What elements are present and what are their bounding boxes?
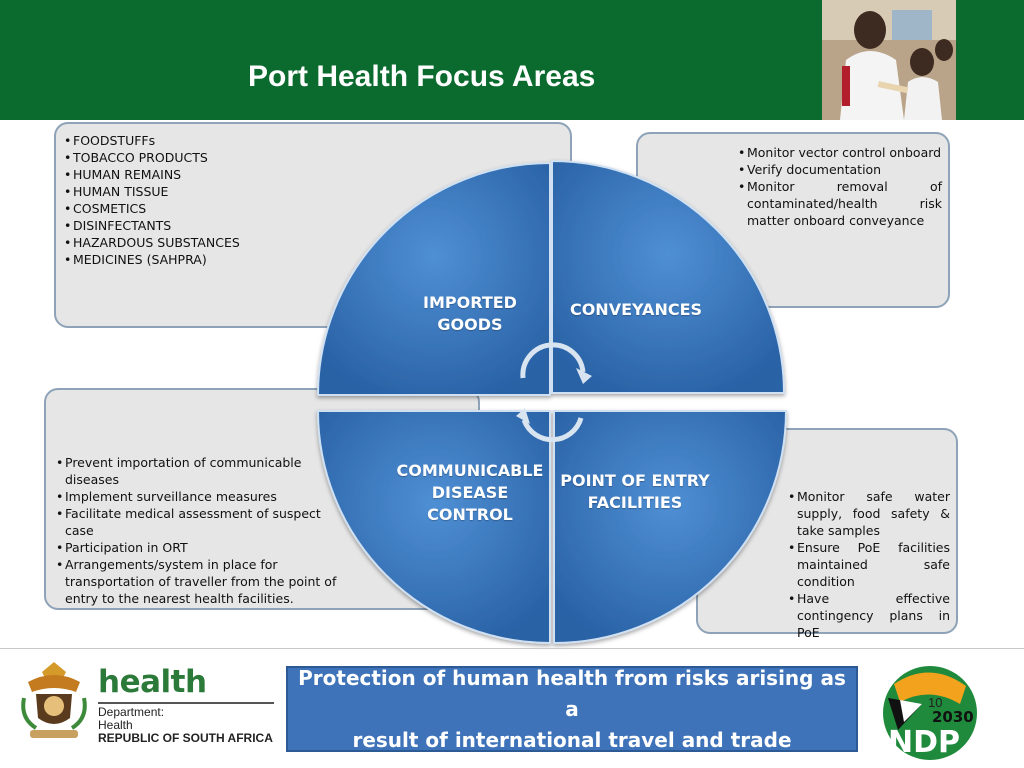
coat-of-arms-icon — [21, 662, 87, 738]
list-item: Arrangements/system in place for transpo… — [56, 556, 342, 607]
list-item: Monitor removal of contaminated/health r… — [738, 178, 942, 229]
list-item: Ensure PoE facilities maintained safe co… — [788, 539, 950, 590]
country-label: REPUBLIC OF SOUTH AFRICA — [98, 731, 273, 745]
list-item: MEDICINES (SAHPRA) — [64, 251, 294, 268]
quadrant-label-imported-goods: IMPORTED GOODS — [423, 293, 517, 334]
list-item: Verify documentation — [738, 161, 942, 178]
footer-divider — [0, 648, 1024, 649]
list-item: Monitor safe water supply, food safety &… — [788, 488, 950, 539]
imported-goods-list: FOODSTUFFs TOBACCO PRODUCTS HUMAN REMAIN… — [64, 132, 294, 268]
ndp-2030-logo: 2030 NDP — [883, 666, 977, 760]
quadrant-label-point-of-entry: POINT OF ENTRY FACILITIES — [560, 471, 710, 512]
list-item: DISINFECTANTS — [64, 217, 294, 234]
conveyances-list: Monitor vector control onboard Verify do… — [738, 144, 942, 229]
list-item: Participation in ORT — [56, 539, 342, 556]
list-item: Monitor vector control onboard — [738, 144, 942, 161]
arrow-head-right — [576, 368, 592, 384]
cycle-arrows-icon — [520, 342, 586, 443]
header-photo — [822, 0, 956, 120]
page-title: Port Health Focus Areas — [248, 60, 596, 93]
list-item: Facilitate medical assessment of suspect… — [56, 505, 342, 539]
department-label: Department: Health — [98, 705, 165, 732]
quadrant-label-conveyances: CONVEYANCES — [569, 300, 703, 319]
svg-text:NDP: NDP — [888, 725, 960, 760]
quadrant-label-communicable-disease: COMMUNICABLE DISEASE CONTROL — [396, 461, 544, 524]
list-item: FOODSTUFFs — [64, 132, 294, 149]
svg-text:2030: 2030 — [932, 708, 974, 726]
logo-rule — [98, 702, 274, 704]
list-item: HUMAN TISSUE — [64, 183, 294, 200]
communicable-disease-list: Prevent importation of communicable dise… — [56, 454, 342, 607]
list-item: HUMAN REMAINS — [64, 166, 294, 183]
list-item: TOBACCO PRODUCTS — [64, 149, 294, 166]
arrow-head-left — [516, 408, 530, 424]
list-item: Implement surveillance measures — [56, 488, 342, 505]
quadrant-conveyances — [551, 159, 786, 394]
quadrant-point-of-entry — [553, 410, 788, 645]
quadrant-imported-goods — [316, 161, 551, 396]
list-item: HAZARDOUS SUBSTANCES — [64, 234, 294, 251]
page-number: 10 — [928, 695, 943, 710]
health-logo-text: health — [98, 664, 207, 700]
list-item: Have effective contingency plans in PoE — [788, 590, 950, 641]
list-item: Prevent importation of communicable dise… — [56, 454, 342, 488]
protection-banner: Protection of human health from risks ar… — [286, 666, 858, 752]
quadrant-communicable-disease — [316, 410, 551, 645]
point-of-entry-list: Monitor safe water supply, food safety &… — [788, 488, 950, 641]
list-item: COSMETICS — [64, 200, 294, 217]
